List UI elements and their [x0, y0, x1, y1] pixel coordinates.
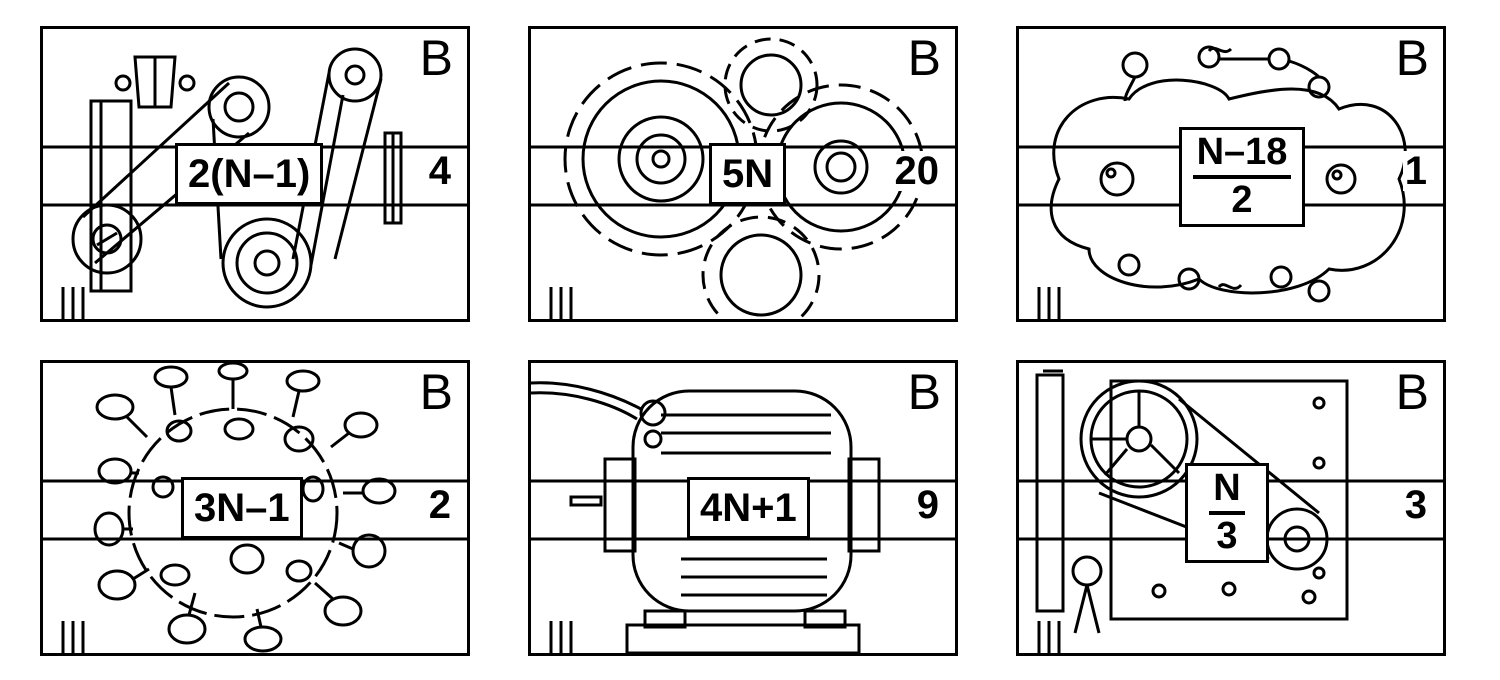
fraction-denominator: 2: [1231, 179, 1253, 221]
card-cloud-machine[interactable]: B N–18 2 1: [1016, 26, 1446, 322]
tally-marks: [1037, 287, 1061, 319]
card-gears[interactable]: B 5N 20: [528, 26, 958, 322]
card-virus[interactable]: B 3N–1 2: [40, 360, 470, 656]
tally-marks: [1037, 621, 1061, 653]
card-letter: B: [419, 364, 453, 420]
card-number: 1: [1402, 149, 1429, 193]
card-letter: B: [419, 30, 453, 86]
card-number: 3: [1402, 483, 1429, 527]
card-number: 20: [892, 149, 941, 193]
gears-illustration: [531, 37, 955, 319]
tally-marks: [61, 287, 85, 319]
card-electric-motor[interactable]: B 4N+1 9: [528, 360, 958, 656]
formula-label: 4N+1: [687, 477, 810, 539]
card-flywheel-engine[interactable]: B N 3 3: [1016, 360, 1446, 656]
card-number: 2: [426, 483, 453, 527]
card-letter: B: [907, 30, 941, 86]
formula-label: 3N–1: [181, 477, 303, 539]
formula-label: 2(N–1): [175, 143, 324, 205]
card-number: 4: [426, 149, 453, 193]
formula-label: 5N: [709, 143, 787, 205]
card-letter: B: [907, 364, 941, 420]
virus-illustration: [43, 363, 467, 653]
fraction-formula-label: N–18 2: [1179, 127, 1305, 227]
card-number: 9: [914, 483, 941, 527]
tally-marks: [61, 621, 85, 653]
fraction-numerator: N: [1209, 468, 1245, 515]
card-letter: B: [1395, 30, 1429, 86]
tally-marks: [549, 621, 573, 653]
tally-marks: [549, 287, 573, 319]
electric-motor-illustration: [531, 381, 955, 653]
fraction-numerator: N–18: [1192, 132, 1292, 179]
fraction-denominator: 3: [1216, 515, 1238, 557]
card-letter: B: [1395, 364, 1429, 420]
card-belt-pulleys[interactable]: B 2(N–1) 4: [40, 26, 470, 322]
fraction-formula-label: N 3: [1185, 463, 1269, 563]
